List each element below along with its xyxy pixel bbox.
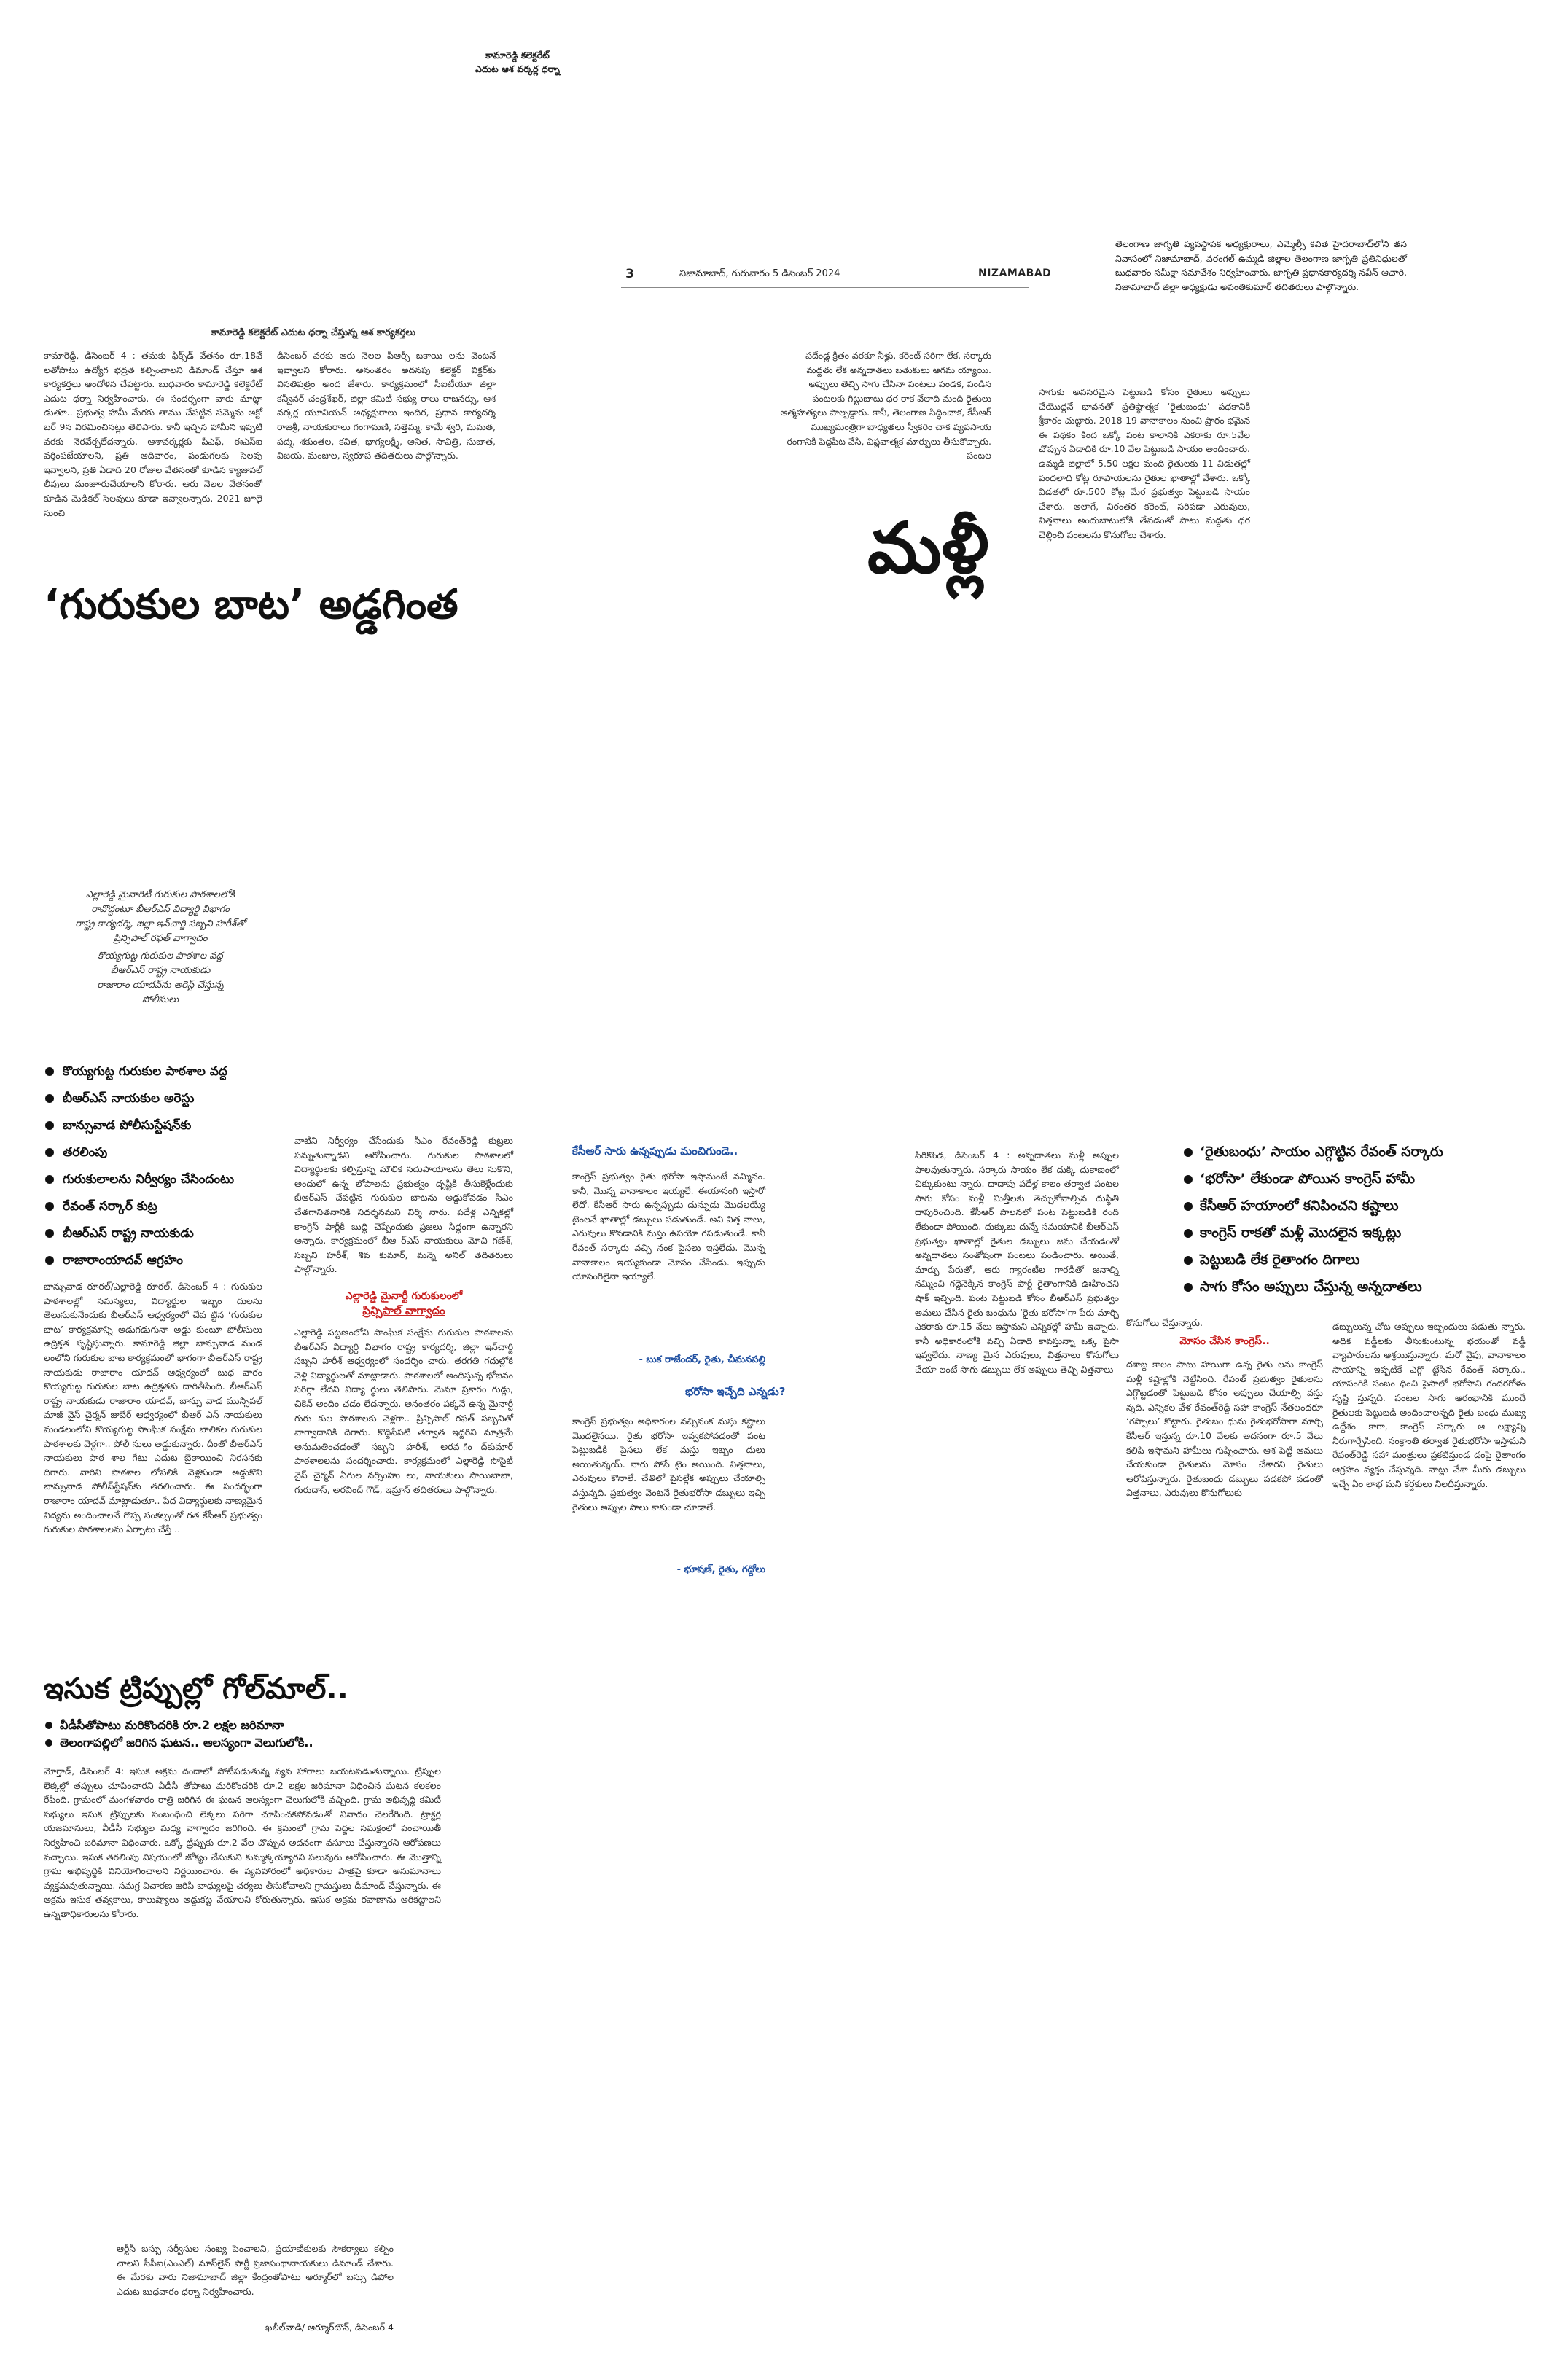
highlight-item: గురుకులాలను నిర్వీర్యం చేసిందంటు xyxy=(44,1166,284,1193)
subhead-line2: ప్రిన్సిపాల్ వాగ్వాదం xyxy=(362,1304,445,1317)
gurukula-headline: ‘గురుకుల బాట’ అడ్డగింత xyxy=(44,581,458,628)
highlight-item: బీఆర్‌ఎస్ రాష్ట్ర నాయకుడు xyxy=(44,1220,284,1247)
asha-column-2: డిసెంబర్ వరకు ఆరు నెలల పీఆర్సీ బకాయి లను… xyxy=(277,350,496,461)
page-number: 3 xyxy=(625,267,634,281)
gurukula-highlights: కొయ్యగుట్ట గురుకుల పాఠశాల వద్ద బీఆర్‌ఎస్… xyxy=(44,1058,284,1274)
gurukula-photo-caption: ఎల్లారెడ్డి మైనారిటీ గురుకుల పాఠశాలలోకి … xyxy=(40,888,281,1007)
malli-body-2: కొనుగోలు చేస్తున్నారు. xyxy=(1126,1317,1203,1328)
highlight-item: ‘రైతుబంధు’ సాయం ఎగ్గొట్టిన రేవంత్ సర్కార… xyxy=(1182,1139,1532,1166)
highlight-item: కాంగ్రెస్ రాకతో మళ్లీ మొదలైన ఇక్కట్లు xyxy=(1182,1220,1532,1246)
highlight-item: రేవంత్ సర్కార్ కుట్ర xyxy=(44,1193,284,1220)
malli-highlights: ‘రైతుబంధు’ సాయం ఎగ్గొట్టిన రేవంత్ సర్కార… xyxy=(1182,1139,1532,1300)
top-photo-caption: కామారెడ్డి కలెక్టరేట్ ఎదుట ఆశ వర్కర్ల ధర… xyxy=(459,48,576,76)
caption-line: ఎల్లారెడ్డి మైనారిటీ గురుకుల పాఠశాలలోకి xyxy=(85,889,235,900)
masthead-rule xyxy=(621,287,1029,288)
quote1-text: కాంగ్రెస్ ప్రభుత్వం రైతు భరోసా ఇస్తామంటే… xyxy=(572,1171,765,1282)
quote1-author: - బుక రాజేందర్, రైతు, చీమనపల్లి xyxy=(639,1354,765,1365)
isuka-body: మోర్తాడ్, డిసెంబర్ 4: ఇసుక అక్రమ దందాలో … xyxy=(44,1766,441,1919)
isuka-headline: ఇసుక ట్రిప్పుల్లో గోల్‌మాల్.. xyxy=(44,1672,348,1706)
quote1-title: కేసీఆర్ సారు ఉన్నప్పుడు మంచిగుండె.. xyxy=(572,1144,738,1158)
asha-column-1: కామారెడ్డి, డిసెంబర్ 4 : తమకు ఫిక్స్‌డ్ … xyxy=(44,350,262,518)
caption-line: రాష్ట్ర కార్యదర్శి, జిల్లా ఇన్‌చార్జి సబ… xyxy=(75,918,246,929)
top-right-caption: తెలంగాణ జాగృతి వ్యవస్థాపక అధ్యక్షురాలు, … xyxy=(1115,238,1407,292)
top-caption-line2: ఎదుట ఆశ వర్కర్ల ధర్నా xyxy=(475,63,560,74)
malli-subhead: మోసం చేసిన కాంగ్రెస్.. xyxy=(1179,1335,1270,1347)
caption-line: పోలీసులు xyxy=(141,994,179,1005)
masthead-section: NIZAMABAD xyxy=(978,268,1052,279)
gurukula-column-2: వాటిని నిర్వీర్యం చేసేందుకు సీఎం రేవంత్‌… xyxy=(294,1135,513,1275)
bottom-caption-credit: - ఖలీల్‌వాడి/ ఆర్మూర్‌టౌన్, డిసెంబర్ 4 xyxy=(259,2322,394,2333)
highlight-item: రాజారాంయాదవ్ ఆగ్రహం xyxy=(44,1247,284,1274)
malli-intro-right: సాగుకు అవసరమైన పెట్టుబడి కోసం రైతులు అప్… xyxy=(1039,386,1250,540)
highlight-item: కేసీఆర్ హయాంలో కనిపించని కష్టాలు xyxy=(1182,1193,1532,1220)
highlight-item: కొయ్యగుట్ట గురుకుల పాఠశాల వద్ద xyxy=(44,1058,284,1085)
caption-line: రాజారాం యాదవ్‌ను అరెస్ట్ చేస్తున్న xyxy=(97,980,224,991)
highlight-item: పెట్టుబడి లేక రైతాంగం దిగాలు xyxy=(1182,1246,1532,1273)
top-caption-line1: కామారెడ్డి కలెక్టరేట్ xyxy=(485,50,550,61)
asha-kicker: కామారెడ్డి కలెక్టరేట్ ఎదుట ధర్నా చేస్తున… xyxy=(211,327,416,338)
gurukula-subhead: ఎల్లారెడ్డి మైనార్టీ గురుకులంలో ప్రిన్సి… xyxy=(294,1290,513,1320)
caption-line: బీఆర్‌ఎస్ రాష్ట్ర నాయకుడు xyxy=(110,965,211,976)
gurukula-column-2b: ఎల్లారెడ్డి పట్టణంలోని సాంఘిక సంక్షేమ గు… xyxy=(294,1327,513,1495)
quote2-text: కాంగ్రెస్ ప్రభుత్వం అధికారంల వచ్చినంక మస… xyxy=(572,1416,765,1513)
highlight-item: తెలంగాపల్లిలో జరిగిన ఘటన.. ఆలస్యంగా వెలు… xyxy=(44,1734,452,1752)
malli-headline: మళ్లీ xyxy=(867,507,989,589)
caption-line: కొయ్యగుట్ట గురుకుల పాఠశాల వద్ద xyxy=(98,951,223,961)
quote2-title: భరోసా ఇచ్చేది ఎన్నడు? xyxy=(685,1385,786,1398)
masthead-date: నిజామాబాద్, గురువారం 5 డిసెంబర్ 2024 xyxy=(679,268,840,279)
malli-body-3: డబ్బులున్న చోట అప్పులు ఇబ్బందులు పడుతు న… xyxy=(1332,1321,1526,1489)
highlight-item: బాన్సువాడ పోలీసుస్టేషన్‌కు xyxy=(44,1112,284,1139)
malli-body-1: సిరికొండ, డిసెంబర్ 4 : అన్నదాతలు మళ్లీ అ… xyxy=(915,1150,1119,1375)
highlight-item: సాగు కోసం అప్పులు చేస్తున్న అన్నదాతలు xyxy=(1182,1273,1532,1300)
bottom-photo-caption: ఆర్టీసీ బస్సు సర్వీసుల సంఖ్య పెంచాలని, ప… xyxy=(117,2243,394,2297)
malli-intro-left: పదేండ్ల క్రితం వరకూ నీళ్లు, కరెంట్ సరిగా… xyxy=(780,350,991,461)
caption-line: రావొద్దంటూ బీఆర్‌ఎస్ విద్యార్థి విభాగం xyxy=(91,904,230,915)
malli-body-2b: దశాబ్ద కాలం పాటు హాయిగా ఉన్న రైతు లను కా… xyxy=(1126,1359,1323,1499)
gurukula-column-1: బాన్సువాడ రూరల్/ఎల్లారెడ్డి రూరల్, డిసెం… xyxy=(44,1281,262,1535)
highlight-item: తరలింపు xyxy=(44,1139,284,1166)
subhead-line1: ఎల్లారెడ్డి మైనార్టీ గురుకులంలో xyxy=(345,1290,463,1302)
highlight-item: ‘భరోసా’ లేకుండా పోయిన కాంగ్రెస్ హామీ xyxy=(1182,1166,1532,1193)
isuka-highlights: వీడీసీతోపాటు మరికొందరికి రూ.2 లక్షల జరిమ… xyxy=(44,1717,452,1752)
caption-line: ప్రిన్సిపాల్ రఫత్ వాగ్వాదం xyxy=(113,933,208,944)
quote2-author: - భూషణ్, రైతు, గద్దోలు xyxy=(676,1564,765,1575)
highlight-item: వీడీసీతోపాటు మరికొందరికి రూ.2 లక్షల జరిమ… xyxy=(44,1717,452,1734)
masthead: 3 నిజామాబాద్, గురువారం 5 డిసెంబర్ 2024 N… xyxy=(621,264,1051,283)
highlight-item: బీఆర్‌ఎస్ నాయకుల అరెస్టు xyxy=(44,1085,284,1112)
